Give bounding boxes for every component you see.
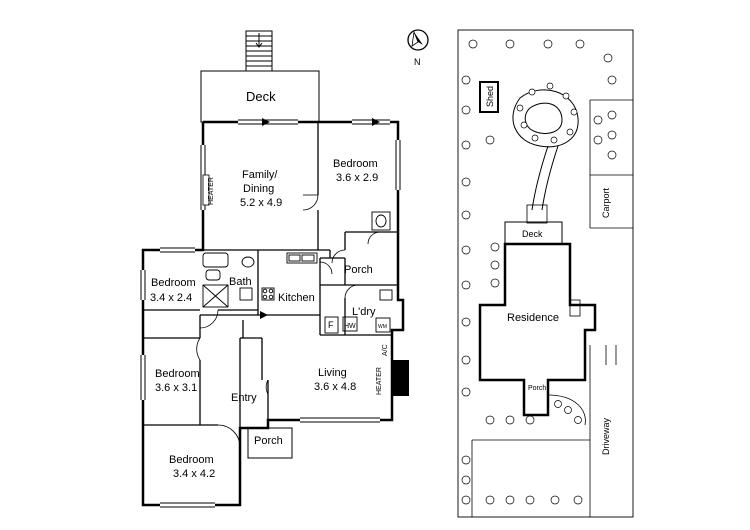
heater-family-label: HEATER [208, 177, 215, 205]
room-bedroom4-name: Bedroom [169, 454, 214, 466]
room-kitchen-name: Kitchen [278, 292, 315, 304]
bath-fixtures [202, 252, 255, 308]
room-bedroom4-size: 3.4 x 4.2 [173, 468, 215, 480]
room-bedroom3-name: Bedroom [155, 368, 200, 380]
room-family-name2: Dining [243, 183, 274, 195]
room-bedroom1-name: Bedroom [333, 158, 378, 170]
room-family-name: Family/ [242, 169, 278, 181]
garden-path [531, 145, 559, 211]
door-swings [196, 194, 381, 448]
room-bedroom2-size: 3.4 x 2.4 [150, 292, 192, 304]
room-laundry-name: L'dry [352, 306, 376, 318]
kitchen-fixtures [261, 252, 339, 334]
site-driveway-label: Driveway [601, 417, 611, 455]
site-shrubs [461, 39, 617, 505]
room-bedroom2-name: Bedroom [151, 277, 196, 289]
room-porch1-name: Porch [344, 264, 373, 276]
shed-outline [479, 81, 499, 113]
deck-stairs [245, 30, 273, 72]
room-bedroom1-size: 3.6 x 2.9 [336, 172, 378, 184]
fridge-label: F [328, 320, 334, 330]
heater-living-label: HEATER [376, 367, 383, 395]
room-living-size: 3.6 x 4.8 [314, 381, 356, 393]
site-residence-label: Residence [507, 312, 559, 324]
heater-family-unit [202, 174, 210, 206]
compass-letter: N [414, 57, 421, 67]
interior-walls [143, 122, 399, 428]
ac-label: A/C [382, 344, 389, 356]
heater-living-unit [393, 360, 409, 396]
room-family-size: 5.2 x 4.9 [240, 197, 282, 209]
front-porch [247, 427, 293, 459]
wm-label: WM [378, 324, 387, 330]
room-bedroom3-size: 3.6 x 3.1 [155, 382, 197, 394]
site-porch-label: Porch [528, 385, 546, 392]
site-deck-label: Deck [522, 229, 543, 239]
site-boundary [457, 29, 634, 518]
site-plan [457, 29, 634, 518]
floor-plan [140, 30, 409, 508]
hw-label: HW [344, 323, 356, 330]
room-deck-name: Deck [246, 89, 276, 104]
garden-loop [512, 89, 579, 148]
laundry-fixtures [342, 289, 393, 333]
room-bath-name: Bath [229, 276, 252, 288]
site-shed-label: Shed [485, 86, 495, 107]
room-entry-name: Entry [231, 392, 257, 404]
north-compass [407, 29, 429, 51]
room-living-name: Living [318, 367, 347, 379]
room-porch2-name: Porch [254, 435, 283, 447]
site-carport-label: Carport [601, 187, 611, 218]
residence-outline [478, 242, 597, 417]
wc-fixture [371, 211, 391, 231]
